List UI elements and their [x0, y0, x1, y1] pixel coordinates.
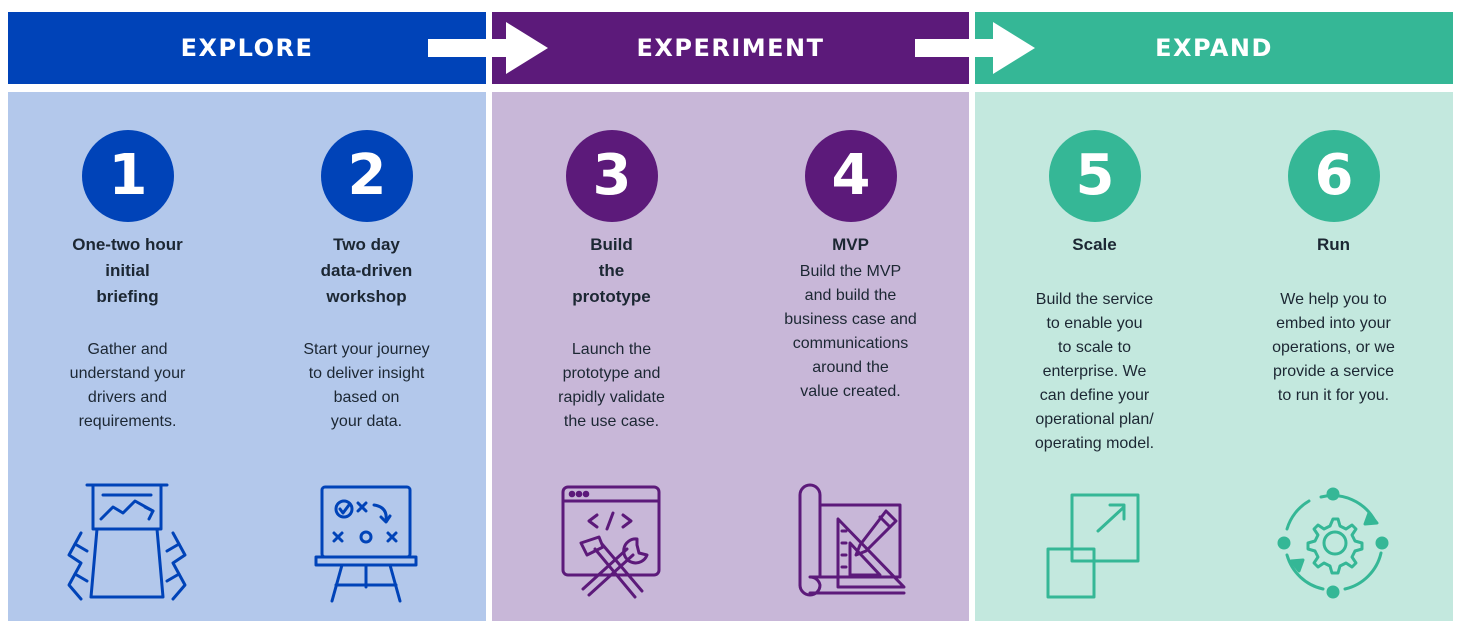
step-description: Launch the prototype and rapidly validat… — [558, 341, 665, 430]
step-1: 1 One-two hour initial briefing Gather a… — [8, 92, 247, 621]
phase-label-explore: EXPLORE — [180, 34, 314, 62]
step-number-badge: 5 — [1049, 130, 1141, 222]
step-description: Build the MVP and build the business cas… — [784, 263, 917, 400]
meeting-presentation-icon — [67, 483, 187, 601]
step-description: Start your journey to deliver insight ba… — [303, 341, 430, 430]
step-number-badge: 3 — [566, 130, 658, 222]
code-tools-icon — [561, 485, 661, 599]
gear-cycle-icon — [1277, 487, 1389, 599]
blueprint-icon — [798, 483, 906, 597]
step-title: Run — [1316, 235, 1351, 254]
step-6: 6 Run We help you to embed into your ope… — [1214, 92, 1453, 621]
step-number-badge: 1 — [82, 130, 174, 222]
step-description: Build the service to enable you to scale… — [1034, 291, 1155, 452]
step-3: 3 Build the prototype Launch the prototy… — [492, 92, 731, 621]
strategy-board-icon — [314, 485, 418, 603]
step-number-badge: 6 — [1288, 130, 1380, 222]
phase-label-experiment: EXPERIMENT — [636, 34, 825, 62]
step-description: We help you to embed into your operation… — [1272, 291, 1395, 404]
right-arrow-icon — [915, 22, 1035, 74]
phase-label-expand: EXPAND — [1155, 34, 1273, 62]
step-number-badge: 4 — [805, 130, 897, 222]
step-title: Two day data-driven workshop — [320, 235, 413, 306]
phase-header-explore: EXPLORE — [8, 12, 486, 84]
phase-header-experiment: EXPERIMENT — [492, 12, 969, 84]
step-description: Gather and understand your drivers and r… — [69, 341, 186, 430]
step-4: 4 MVP Build the MVP and build the busine… — [731, 92, 970, 621]
right-arrow-icon — [428, 22, 548, 74]
phase-panel-expand: 5 Scale Build the service to enable you … — [975, 92, 1453, 621]
step-5: 5 Scale Build the service to enable you … — [975, 92, 1214, 621]
step-number-badge: 2 — [321, 130, 413, 222]
phase-panel-explore: 1 One-two hour initial briefing Gather a… — [8, 92, 486, 621]
step-title: One-two hour initial briefing — [72, 235, 183, 306]
step-title: MVP — [832, 235, 869, 254]
step-title: Build the prototype — [572, 235, 651, 306]
phase-header-expand: EXPAND — [975, 12, 1453, 84]
phase-panel-experiment: 3 Build the prototype Launch the prototy… — [492, 92, 969, 621]
scale-up-icon — [1046, 493, 1140, 599]
step-2: 2 Two day data-driven workshop Start you… — [247, 92, 486, 621]
step-title: Scale — [1072, 235, 1117, 254]
